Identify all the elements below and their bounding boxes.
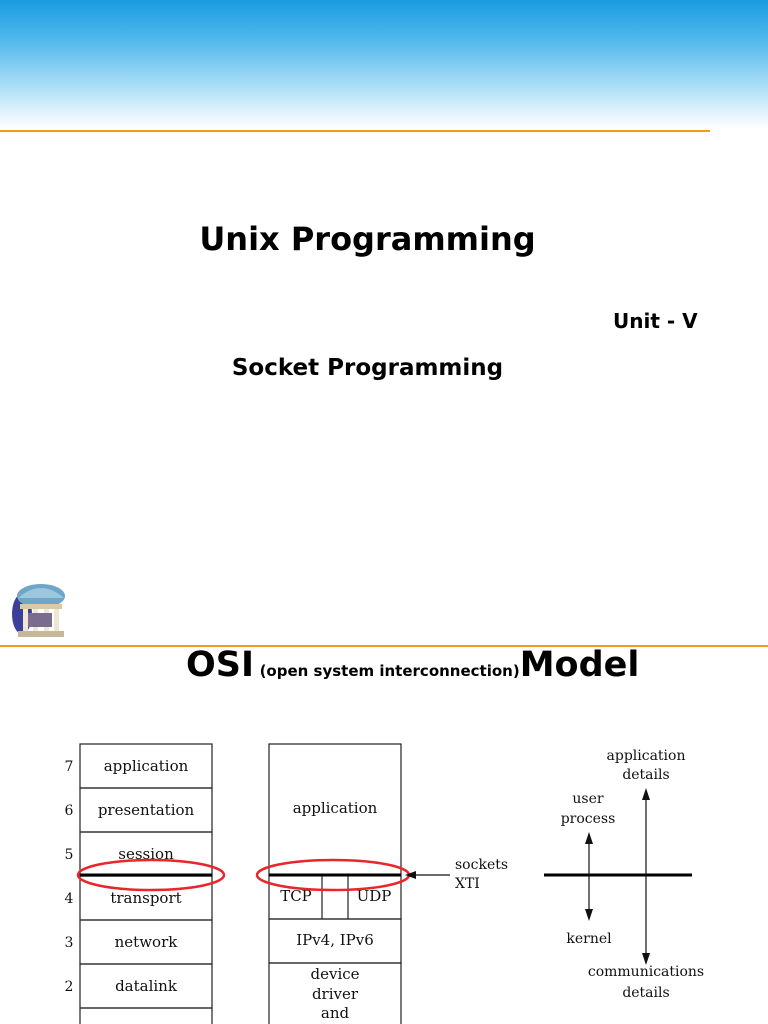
- osi-layer-name: physical: [115, 1021, 178, 1024]
- old-well-logo-icon: [12, 584, 65, 637]
- xti-label: XTI: [455, 876, 480, 892]
- user-process-line1: user: [572, 791, 603, 807]
- osi-slide: OSI (open system interconnection)Model 7…: [0, 645, 768, 1024]
- stack-device-box: [268, 962, 402, 1024]
- osi-layer-name: session: [118, 845, 174, 863]
- stack-udp-label: UDP: [357, 887, 392, 905]
- stack-application-label: application: [293, 799, 378, 817]
- arrow-left-icon: [405, 871, 416, 879]
- osi-layer-number: 5: [65, 847, 74, 863]
- osi-layer-number: 7: [65, 759, 74, 775]
- highlight-ellipse-osi: [76, 858, 226, 892]
- arrow-down-icon: [585, 909, 593, 921]
- osi-layer-number: 4: [65, 891, 74, 907]
- stack-ip-label: IPv4, IPv6: [296, 931, 374, 949]
- osi-layer-name: network: [115, 933, 179, 951]
- arrow-up-icon: [642, 788, 650, 800]
- heading-osi: OSI: [186, 645, 254, 685]
- internet-stack: application TCP UDP IPv4, IPv6 device dr…: [268, 743, 402, 1024]
- comm-details-line1: communications: [588, 964, 704, 980]
- arrow-down-icon: [642, 953, 650, 965]
- user-process-line2: process: [561, 811, 616, 827]
- osi-layer-box: [79, 1007, 213, 1024]
- heading-osi-expansion: (open system interconnection): [259, 662, 520, 680]
- app-details-line2: details: [622, 767, 669, 783]
- stack-device-line3: and: [321, 1004, 350, 1022]
- osi-layer-stack: 7 application 6 presentation 5 session 4 transp…: [65, 743, 213, 1024]
- slide-divider-rule: [0, 645, 768, 647]
- stack-tcp-label: TCP: [280, 887, 312, 905]
- osi-diagram: 7 application 6 presentation 5 session 4 transp…: [65, 743, 704, 1024]
- user-kernel-diagram: application details user process kernel …: [544, 748, 704, 1001]
- arrow-up-icon: [585, 832, 593, 844]
- osi-layer-number: 6: [65, 803, 74, 819]
- title-slide: Unix Programming Unit - V Socket Program…: [0, 0, 768, 637]
- osi-layer-number: 3: [65, 935, 74, 951]
- stack-device-line2: driver: [312, 985, 359, 1003]
- sky-header-banner: [0, 0, 768, 130]
- header-rule: [0, 130, 710, 132]
- osi-layer-name: presentation: [98, 801, 195, 819]
- sockets-label: sockets: [455, 857, 508, 873]
- osi-heading: OSI (open system interconnection)Model: [186, 645, 639, 695]
- osi-layer-name: transport: [110, 889, 181, 907]
- osi-layer-name: datalink: [115, 977, 178, 995]
- stack-device-line1: device: [310, 965, 359, 983]
- osi-layer-number: 2: [65, 979, 74, 995]
- osi-layer-name: application: [104, 757, 189, 775]
- slide-subtitle: Socket Programming: [231, 355, 504, 381]
- heading-model: Model: [519, 645, 640, 685]
- kernel-label: kernel: [566, 931, 612, 947]
- slide-title: Unix Programming: [199, 220, 536, 258]
- unit-label: Unit - V: [613, 309, 698, 333]
- comm-details-line2: details: [622, 985, 669, 1001]
- app-details-line1: application: [607, 748, 686, 764]
- sockets-pointer: sockets XTI: [405, 857, 508, 892]
